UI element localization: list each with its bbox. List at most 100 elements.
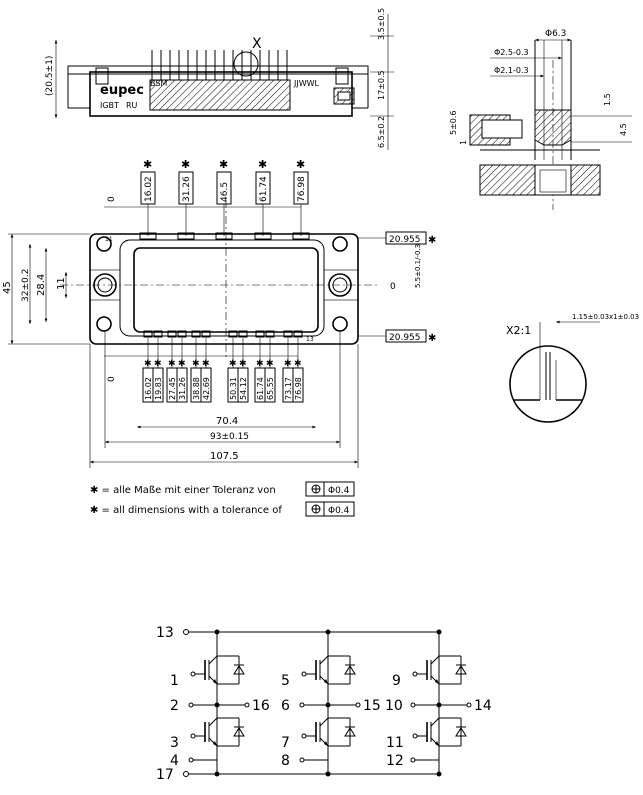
corner-hole-tl [96,236,112,252]
bottom-pin-dim-label: 19.83 [154,377,163,400]
dim-left-1: 5±0.6 [449,110,458,135]
detail-dim: 1.15±0.03x1±0.03 [572,313,639,321]
bottom-pin-dim-label: 27.45 [168,377,177,400]
bottom-pin-pad [265,330,275,338]
side-view: X eupec IGBT RU BSM JJWWL (20.5±1) 3.5±0… [45,8,394,150]
dim-left-2: 1 [459,140,468,145]
top-view: 11 13 16.02 ✱ 31.26 ✱ 46.5 ✱ 61.74 ✱ 76.98 ✱ 16.0… [2,158,436,468]
pin-num-left: 11 [105,236,113,243]
pin-8: 8 [281,753,290,769]
bottom-pin-pad [255,330,265,338]
top-pin-star: ✱ [258,158,267,171]
top-pin-dim-label: 16.02 [144,176,154,202]
dia-2: Φ2.1-0.3 [494,66,529,75]
brand-logo: eupec [100,83,144,98]
right-offset: 5.5±0.1/-0.3 [414,244,422,288]
freewheel-diode [455,727,467,737]
side-hatch [149,79,291,111]
igbt-collector [208,717,218,727]
section-view: Φ6.3 Φ2.5-0.3 Φ2.1-0.3 5±0.6 1 1.5 4.5 [449,29,632,210]
pin-12: 12 [386,753,404,769]
top-pin-dims: 16.02✱31.26✱46.5✱61.74✱76.98✱ [104,158,310,240]
igbt-collector [319,655,329,665]
bottom-pin-pad [153,330,163,338]
bottom-pin-dim-label: 73.17 [284,377,293,400]
top-pin-dim-label: 46.5 [220,182,230,202]
top-pin-dim-label: 31.26 [182,176,192,202]
igbt-collector [430,717,440,727]
freewheel-diode [233,727,245,737]
side-pins [151,50,288,80]
bottom-pin-pad [191,330,201,338]
pin-7: 7 [281,735,290,751]
bottom-pin-dim-label: 65.55 [266,377,275,400]
pin-5: 5 [281,673,290,689]
pin-13: 13 [156,625,174,641]
dim-right-1: 1.5 [603,93,612,106]
detail-circle-view [509,345,587,423]
dim-right-2: 4.5 [619,123,628,136]
freewheel-diode [344,665,356,675]
schematic: 13 17 1 2 16 3 4 5 6 15 7 8 9 10 14 11 1… [156,625,492,783]
part-prefix: BSM [150,79,167,88]
dim-body-height: 17±0.5 [377,70,386,100]
dia-outer: Φ6.3 [545,29,566,39]
dia-1: Φ2.5-0.3 [494,48,529,57]
detail-circle [233,51,259,77]
pin-9: 9 [392,673,401,689]
pin-4: 4 [170,753,179,769]
dim-284: 28.4 [36,274,47,296]
top-pin-star: ✱ [219,158,228,171]
notes: ✱ = alle Maße mit einer Toleranz von Φ0.… [90,481,355,517]
bottom-pin-dim-label: 42.69 [202,377,211,400]
ul-mark: RU [126,101,138,110]
corner-hole-bl [96,316,112,332]
pin-10: 10 [385,698,403,714]
corner-hole-br [332,316,348,332]
zero-right: 0 [390,282,396,292]
bottom-pin-dim-label: 50.31 [229,377,238,400]
pin-2: 2 [170,698,179,714]
pin-17: 17 [156,767,174,783]
pin-16: 16 [252,698,270,714]
pin-14: 14 [474,698,492,714]
dim-45: 45 [2,281,13,294]
igbt-collector [208,655,218,665]
half-bridge-leg [299,629,361,777]
zero-bottom: 0 [107,376,117,382]
bottom-pin-dim-label: 61.74 [256,377,265,400]
bottom-pin-pad [238,330,248,338]
pin-11: 11 [386,735,404,751]
bottom-pin-dims: 16.02✱19.83✱27.45✱31.26✱38.88✱42.69✱50.3… [104,330,304,403]
zero-top: 0 [107,196,117,202]
pin-3: 3 [170,735,179,751]
dim-704: 70.4 [216,416,238,427]
dim-pin-top: 3.5±0.5 [377,8,386,40]
detail-label: X2:1 [506,324,531,337]
note-de-tol: Φ0.4 [328,486,350,496]
top-pin-star: ✱ [181,158,190,171]
top-pin-pad [215,232,233,240]
igbt-collector [430,655,440,665]
top-pin-pad [292,232,310,240]
pin-num-right: 13 [306,336,314,343]
bottom-pin-pad [177,330,187,338]
bottom-pin-pad [143,330,153,338]
half-bridge-leg [410,629,472,777]
logo-label: JJWWL [293,79,320,88]
bottom-pin-pad [167,330,177,338]
top-pin-star: ✱ [143,158,152,171]
ref-top-star: ✱ [428,235,436,246]
top-pin-pad [177,232,195,240]
detail-marker: X [252,36,262,52]
dim-93: 93±0.15 [210,432,249,442]
top-pin-pad [254,232,272,240]
top-pin-dim-label: 76.98 [297,176,307,202]
corner-hole-tr [332,236,348,252]
dim-32: 32±0.2 [21,269,31,302]
bottom-pin-dim-label: 31.26 [178,377,187,400]
igbt-collector [319,717,329,727]
note-en: ✱ = all dimensions with a tolerance of [90,505,282,516]
pin-1: 1 [170,673,179,689]
